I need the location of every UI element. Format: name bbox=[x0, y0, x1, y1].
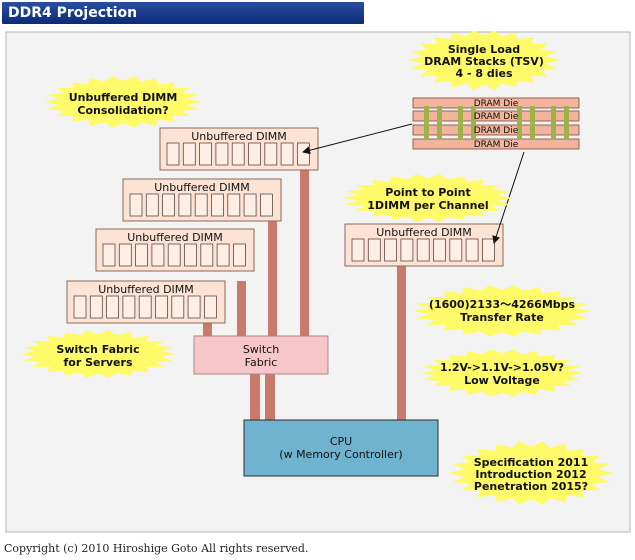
memory-chip bbox=[73, 295, 87, 319]
memory-chip bbox=[194, 193, 208, 217]
memory-chip bbox=[465, 238, 479, 262]
switch-fabric-box: Switch Fabric bbox=[193, 335, 329, 375]
callout-schedule-line-1: Specification 2011 bbox=[474, 456, 589, 469]
callout-switch-servers-line-2: for Servers bbox=[63, 356, 132, 369]
arrow-to-consolidated-dimm bbox=[302, 123, 413, 155]
dram-die-label-2: DRAM Die bbox=[474, 112, 519, 122]
memory-chip bbox=[151, 243, 165, 267]
callout-consolidation: Unbuffered DIMM Consolidation? bbox=[44, 76, 202, 128]
memory-chip bbox=[481, 238, 495, 262]
memory-chip bbox=[122, 295, 136, 319]
memory-chip bbox=[203, 295, 217, 319]
memory-chip bbox=[211, 193, 224, 217]
memory-chip bbox=[89, 295, 103, 319]
memory-chip bbox=[178, 193, 192, 217]
memory-chip bbox=[215, 142, 229, 166]
cpu-line-2: (w Memory Controller) bbox=[279, 448, 402, 461]
memory-chip bbox=[129, 193, 143, 217]
memory-chip bbox=[232, 243, 246, 267]
memory-chip bbox=[138, 295, 152, 319]
dram-die-label-3: DRAM Die bbox=[474, 126, 519, 136]
memory-chip bbox=[216, 243, 230, 267]
memory-chip bbox=[106, 295, 119, 319]
dimm-point-to-point-label: Unbuffered DIMM bbox=[376, 226, 472, 239]
callout-point-to-point: Point to Point 1DIMM per Channel bbox=[342, 174, 514, 222]
memory-chip bbox=[416, 238, 430, 262]
callout-transfer-rate: (1600)2133～4266Mbps Transfer Rate bbox=[412, 285, 592, 337]
memory-chip bbox=[227, 193, 241, 217]
callout-transfer-rate-line-2: Transfer Rate bbox=[460, 311, 544, 324]
memory-chip bbox=[199, 142, 213, 166]
dimm-stack-4: Unbuffered DIMM bbox=[66, 280, 226, 324]
callout-voltage: 1.2V->1.1V->1.05V? Low Voltage bbox=[420, 349, 584, 397]
dimm-consolidated: Unbuffered DIMM bbox=[159, 127, 319, 171]
callout-single-load-line-1: Single Load bbox=[448, 43, 520, 56]
dram-stack: DRAM Die DRAM Die DRAM Die DRAM Die bbox=[412, 97, 580, 150]
callout-schedule: Specification 2011 Introduction 2012 Pen… bbox=[449, 441, 613, 505]
memory-chip bbox=[296, 142, 310, 166]
memory-chip bbox=[135, 243, 149, 267]
memory-chip bbox=[145, 193, 159, 217]
page-title: DDR4 Projection bbox=[2, 2, 364, 24]
cpu-line-1: CPU bbox=[330, 435, 352, 448]
callout-single-load-line-3: 4 - 8 dies bbox=[455, 67, 512, 80]
callout-voltage-line-2: Low Voltage bbox=[464, 374, 540, 387]
callout-switch-servers-line-1: Switch Fabric bbox=[56, 343, 139, 356]
callout-point-to-point-line-2: 1DIMM per Channel bbox=[367, 199, 488, 212]
memory-traces bbox=[203, 168, 406, 422]
memory-chip bbox=[167, 243, 181, 267]
cpu-box: CPU (w Memory Controller) bbox=[243, 419, 439, 477]
memory-chip bbox=[171, 295, 185, 319]
dimm-stack-2: Unbuffered DIMM bbox=[122, 178, 282, 222]
memory-chip bbox=[259, 193, 273, 217]
switch-fabric-line-1: Switch bbox=[243, 343, 279, 356]
memory-chip bbox=[433, 238, 446, 262]
memory-chip bbox=[449, 238, 463, 262]
memory-chip bbox=[384, 238, 398, 262]
callout-switch-servers: Switch Fabric for Servers bbox=[20, 330, 176, 378]
callout-voltage-line-1: 1.2V->1.1V->1.05V? bbox=[440, 361, 564, 374]
tsv-pillars bbox=[424, 106, 569, 140]
switch-fabric-line-2: Fabric bbox=[245, 356, 278, 369]
copyright-notice: Copyright (c) 2010 Hiroshige Goto All ri… bbox=[4, 542, 309, 555]
memory-chip bbox=[118, 243, 132, 267]
memory-chip bbox=[351, 238, 365, 262]
callout-schedule-line-3: Penetration 2015? bbox=[474, 480, 588, 493]
callout-schedule-line-2: Introduction 2012 bbox=[475, 468, 586, 481]
memory-chip bbox=[243, 193, 257, 217]
callout-consolidation-line-1: Unbuffered DIMM bbox=[69, 91, 178, 104]
memory-chip bbox=[182, 142, 196, 166]
memory-chip bbox=[200, 243, 214, 267]
memory-chip bbox=[187, 295, 201, 319]
dram-die-label-1: DRAM Die bbox=[474, 99, 519, 109]
memory-chip bbox=[264, 142, 278, 166]
callout-single-load: Single Load DRAM Stacks (TSV) 4 - 8 dies bbox=[408, 30, 560, 90]
dimm-stack-3-label: Unbuffered DIMM bbox=[127, 231, 223, 244]
memory-chip bbox=[231, 142, 245, 166]
memory-chip bbox=[400, 238, 414, 262]
memory-chip bbox=[184, 243, 197, 267]
memory-chip bbox=[162, 193, 176, 217]
memory-chip bbox=[155, 295, 168, 319]
dimm-stack-2-label: Unbuffered DIMM bbox=[154, 181, 250, 194]
dimm-stack-3: Unbuffered DIMM bbox=[95, 228, 255, 272]
memory-chip bbox=[248, 142, 261, 166]
memory-chip bbox=[367, 238, 381, 262]
dram-die-label-4: DRAM Die bbox=[474, 140, 519, 150]
callout-point-to-point-line-1: Point to Point bbox=[385, 186, 470, 199]
dimm-point-to-point: Unbuffered DIMM bbox=[344, 223, 504, 267]
memory-chip bbox=[166, 142, 180, 166]
callout-transfer-rate-line-1: (1600)2133～4266Mbps bbox=[429, 298, 576, 311]
callout-single-load-line-2: DRAM Stacks (TSV) bbox=[424, 55, 544, 68]
memory-chip bbox=[280, 142, 294, 166]
memory-chip bbox=[102, 243, 116, 267]
dimm-stack-4-label: Unbuffered DIMM bbox=[98, 283, 194, 296]
dimm-consolidated-label: Unbuffered DIMM bbox=[191, 130, 287, 143]
callout-consolidation-line-2: Consolidation? bbox=[77, 104, 168, 117]
